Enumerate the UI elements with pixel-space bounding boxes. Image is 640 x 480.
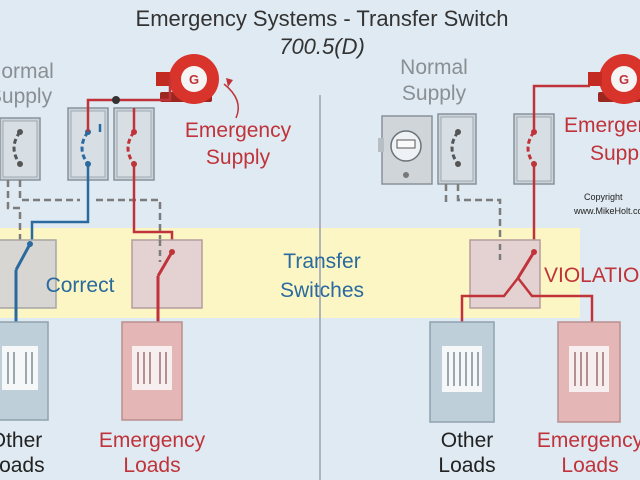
right-other-loads-line1: Other (441, 429, 494, 452)
left-other-loads-line2: Loads (0, 454, 45, 477)
right-other-loads-label: Other Loads (438, 429, 495, 477)
right-other-loads-line2: Loads (438, 454, 495, 477)
right-emergency-loads-line2: Loads (561, 454, 618, 477)
left-emergency-arrowhead (226, 78, 233, 87)
right-meter (378, 115, 433, 185)
left-generator: G (156, 54, 219, 104)
left-transfer-switch-blue (0, 239, 57, 332)
left-emergency-arrow (223, 83, 239, 119)
copyright-line1: Copyright (584, 192, 623, 202)
right-emergency-loads-label: Emergency Loads (537, 429, 640, 477)
right-emergency-supply-label: Emergency Supply (564, 114, 640, 165)
right-normal-label-line2: Supply (402, 82, 467, 105)
transfer-switches-line1: Transfer (283, 250, 360, 273)
right-emergency-supply-line1: Emergency (564, 114, 640, 137)
left-emergency-loads-panel (121, 321, 183, 421)
left-normal-wiring (6, 180, 162, 242)
right-emergency-loads-line1: Emergency (537, 429, 640, 452)
left-normal-disconnect (0, 117, 41, 181)
right-emergency-loads-panel (557, 321, 621, 423)
copyright-line2: www.MikeHolt.com (573, 206, 640, 216)
left-transfer-switch-red (131, 239, 203, 332)
left-normal-label-line2: Supply (0, 85, 53, 108)
right-status-violation: VIOLATION (544, 264, 640, 287)
left-emergency-loads-label: Emergency Loads (99, 429, 206, 477)
left-blue-wiring (30, 124, 102, 244)
left-other-loads-panel (0, 321, 49, 421)
right-generator-label: G (619, 72, 629, 87)
left-emergency-supply-line2: Supply (206, 146, 271, 169)
left-junction-dot (112, 96, 120, 104)
left-other-loads-line1: Other (0, 429, 42, 452)
left-emergency-loads-line2: Loads (123, 454, 180, 477)
left-emergency-supply-label: Emergency Supply (185, 119, 292, 169)
right-emergency-supply-line2: Supply (590, 142, 640, 165)
left-emergency-loads-line1: Emergency (99, 429, 206, 452)
right-transfer-switch (460, 239, 594, 332)
right-red-wiring (532, 84, 590, 252)
code-reference: 700.5(D) (279, 34, 365, 59)
left-other-loads-label: Other Loads (0, 429, 45, 477)
right-generator: G (588, 54, 640, 104)
left-emergency-supply-line1: Emergency (185, 119, 292, 142)
left-generator-label: G (189, 72, 199, 87)
right-normal-disconnect (437, 113, 477, 185)
right-normal-label-line1: Normal (400, 56, 468, 79)
left-normal-supply-label: Normal Supply (0, 60, 54, 108)
diagram-title: Emergency Systems - Transfer Switch (136, 6, 509, 31)
left-normal-label-line1: Normal (0, 60, 54, 83)
copyright-notice: Copyright www.MikeHolt.com (573, 192, 640, 216)
transfer-switches-label: Transfer Switches (280, 250, 364, 302)
right-normal-wiring (444, 184, 502, 244)
transfer-switches-line2: Switches (280, 279, 364, 302)
right-other-loads-panel (429, 321, 495, 423)
right-normal-supply-label: Normal Supply (400, 56, 468, 105)
left-status-correct: Correct (46, 274, 115, 297)
